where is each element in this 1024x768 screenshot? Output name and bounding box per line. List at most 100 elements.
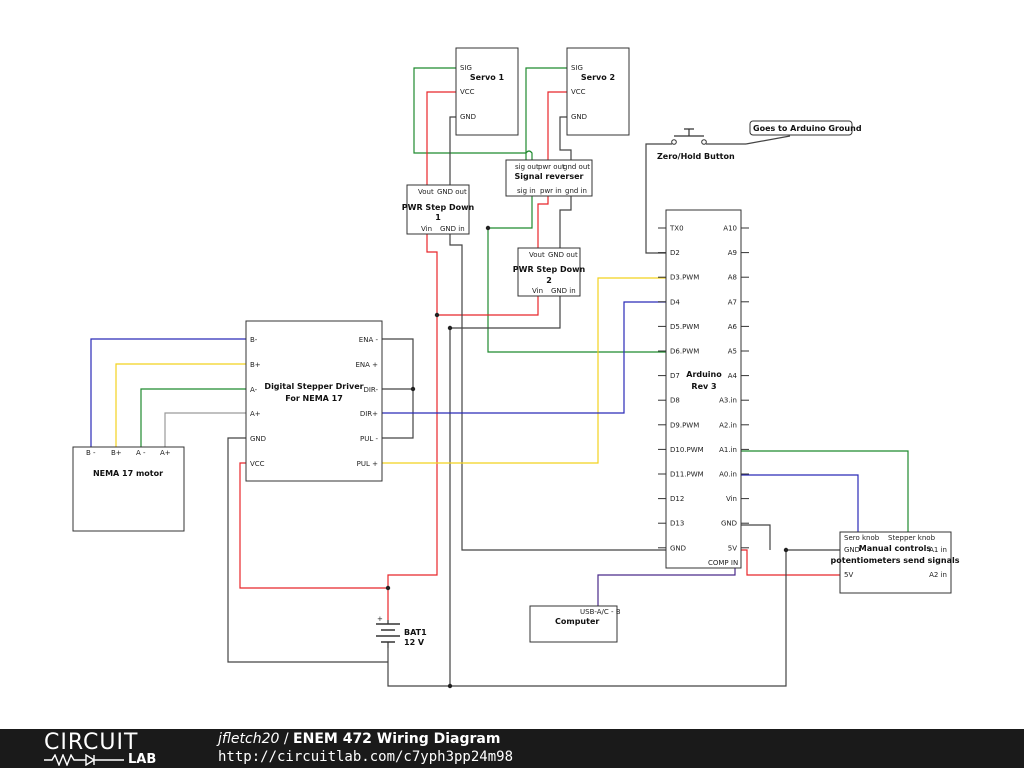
reverser-pin-gnd-out: gnd out (563, 163, 590, 171)
arduino-right-pins: A10A9A8A7A6A5A4A3.inA2.inA1.inA0.inVinGN… (719, 225, 749, 552)
junction (385, 585, 391, 591)
manual-sero-knob: Sero knob (844, 534, 880, 542)
reverser-pin-pwr-out: pwr out (538, 163, 565, 171)
driver-pin-pul-plus: PUL + (357, 460, 378, 468)
step-down-2: Vout GND out PWR Step Down 2 Vin GND in (513, 247, 586, 297)
step-down-1: Vout GND out PWR Step Down 1 Vin GND in (402, 184, 474, 235)
wire-motor-a-plus (164, 412, 246, 447)
battery: + BAT1 12 V (376, 615, 427, 648)
servo-1-title: Servo 1 (470, 73, 505, 82)
motor-pin-b-minus: B - (86, 449, 96, 457)
button-label: Zero/Hold Button (657, 152, 735, 161)
schematic-canvas: Servo 1 SIG VCC GND Servo 2 SIG VCC GND … (72, 47, 960, 689)
motor-title: NEMA 17 motor (93, 469, 163, 478)
wire-servo2-sig (525, 67, 567, 162)
reverser-pin-sig-in: sig in (517, 187, 536, 195)
step-down-1-pin-vout: Vout (418, 188, 434, 196)
arduino-pin-a10: A10 (723, 225, 737, 233)
step-down-2-pin-vout: Vout (529, 251, 545, 259)
step-down-2-number: 2 (546, 276, 552, 285)
manual-subtitle: potentiometers send signals (831, 556, 960, 565)
ground-note-text: Goes to Arduino Ground (753, 124, 862, 133)
button-contact-right (701, 139, 707, 145)
stepper-driver-subtitle: For NEMA 17 (285, 394, 343, 403)
battery-icon (376, 623, 400, 643)
step-down-1-pin-vin: Vin (421, 225, 432, 233)
circuitlab-logo: CIRCUIT LAB (44, 732, 174, 766)
step-down-2-body (517, 247, 581, 297)
driver-pin-ena-minus: ENA - (359, 336, 379, 344)
computer-body (529, 605, 618, 643)
arduino-pin-d5-pwm: D5.PWM (670, 323, 699, 331)
arduino-pin-a3-in: A3.in (719, 397, 737, 405)
logo-resistor-diode-icon (44, 754, 124, 766)
author-link[interactable]: jfletch20 (218, 731, 280, 747)
wire-arduino-gnd (741, 524, 771, 550)
servo-2-title: Servo 2 (581, 73, 615, 82)
wire-servo2-gnd (559, 116, 572, 162)
stepper-driver: Digital Stepper Driver For NEMA 17 B- B+… (245, 320, 383, 482)
arduino-pin-d11-pwm: D11.PWM (670, 471, 704, 479)
step-down-2-title: PWR Step Down (513, 265, 586, 274)
reverser-pin-sig-out: sig out (515, 163, 539, 171)
step-down-2-pin-gnd-out: GND out (548, 251, 578, 259)
wire-stepdown2-vin (437, 296, 539, 316)
diagram-url[interactable]: http://circuitlab.com/c7yph3pp24m98 (218, 749, 514, 765)
step-down-1-pin-gnd-out: GND out (437, 188, 467, 196)
ground-note-box (749, 120, 853, 136)
manual-stepper-knob: Stepper knob (888, 534, 936, 542)
wire-servo2-vcc (547, 91, 567, 162)
reverser-pin-pwr-in: pwr in (540, 187, 562, 195)
arduino-pin-gnd: GND (721, 520, 737, 528)
servo-2-pin-vcc: VCC (571, 88, 586, 96)
arduino-pin-a2-in: A2.in (719, 421, 737, 429)
arduino-pin-a7: A7 (728, 298, 737, 306)
zero-hold-button: Zero/Hold Button (657, 128, 735, 161)
arduino-left-pins: TX0D2D3.PWMD4D5.PWMD6.PWMD7D8D9.PWMD10.P… (658, 225, 704, 552)
arduino-pin-d8: D8 (670, 397, 680, 405)
driver-pin-dir-minus: DIR- (363, 386, 378, 394)
wire-motor-a-minus (140, 388, 246, 447)
battery-name: BAT1 (404, 628, 427, 637)
driver-pin-gnd: GND (250, 435, 266, 443)
logo-bottom-text: LAB (128, 752, 157, 767)
arduino-pin-d13: D13 (670, 520, 684, 528)
arduino-pin-a4: A4 (728, 372, 738, 380)
wire-motor-b-minus (90, 338, 246, 447)
arduino: Arduino Rev 3 COMP IN TX0D2D3.PWMD4D5.PW… (658, 209, 749, 569)
ground-note: Goes to Arduino Ground (749, 120, 862, 136)
servo-2-pin-sig: SIG (571, 64, 583, 72)
arduino-pin-d4: D4 (670, 298, 680, 306)
arduino-pin-d3-pwm: D3.PWM (670, 274, 699, 282)
servo-2-pin-gnd: GND (571, 113, 587, 121)
arduino-pin-d9-pwm: D9.PWM (670, 421, 699, 429)
junction (410, 386, 416, 392)
manual-title: Manual controls (859, 544, 932, 553)
signal-reverser-body (505, 159, 593, 197)
wire-pul-plus (382, 277, 666, 464)
wire-button (645, 143, 746, 254)
wire-5v (741, 549, 840, 576)
motor-pin-a-minus: A - (136, 449, 146, 457)
signal-reverser-title: Signal reverser (515, 172, 584, 181)
arduino-pin-gnd: GND (670, 544, 686, 552)
wire-servo1-sig (413, 67, 666, 353)
wire-computer (597, 566, 736, 606)
arduino-pin-d10-pwm: D10.PWM (670, 446, 704, 454)
wire-reverser-gnd (559, 196, 572, 248)
arduino-comp-in: COMP IN (708, 559, 738, 567)
wire-reverser-pwr (537, 196, 549, 248)
manual-controls-body (839, 531, 952, 594)
junction (447, 325, 453, 331)
computer: USB-A/C - B Computer (529, 605, 621, 643)
wire-a0 (741, 474, 859, 532)
arduino-subtitle: Rev 3 (691, 382, 716, 391)
driver-pin-vcc: VCC (250, 460, 265, 468)
wire-stepdown1-gnd (449, 234, 666, 551)
computer-title: Computer (555, 617, 599, 626)
arduino-pin-tx0: TX0 (669, 225, 684, 233)
arduino-pin-d7: D7 (670, 372, 680, 380)
servo-1-pin-vcc: VCC (460, 88, 475, 96)
wire-ena-loop (382, 338, 414, 439)
step-down-2-pin-gnd-in: GND in (551, 287, 576, 295)
